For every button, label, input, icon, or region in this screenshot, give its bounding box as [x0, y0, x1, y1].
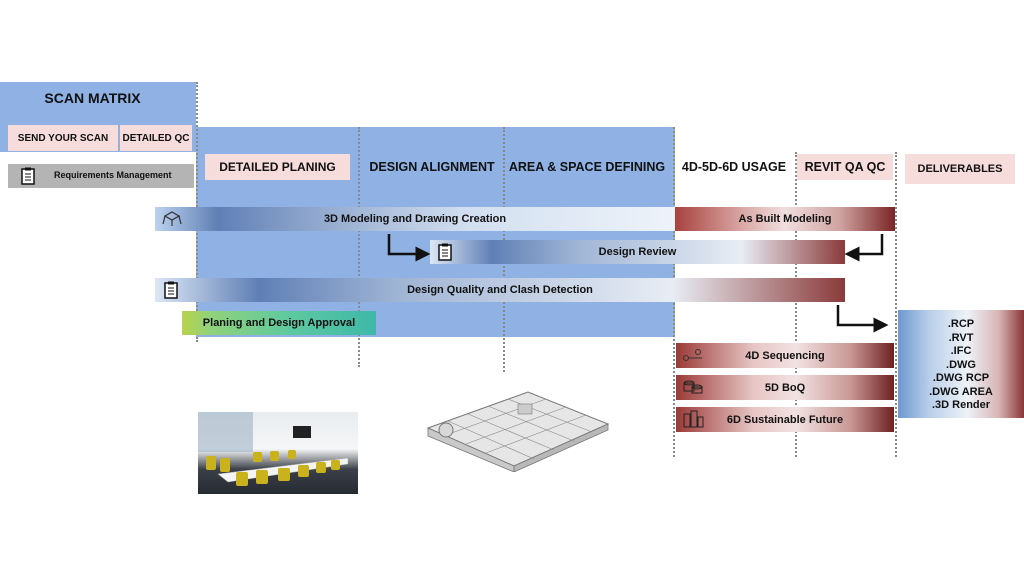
building-model-illustration	[418, 384, 610, 473]
boq-5d-bar: 5D BoQ	[676, 375, 894, 400]
deliverables-list: .RCP .RVT .IFC .DWG .DWG RCP .DWG AREA .…	[898, 310, 1024, 418]
deliverable-item: .DWG	[946, 358, 976, 371]
clipboard-icon	[434, 242, 456, 262]
design-review-bar: Design Review	[430, 240, 845, 264]
modeling-label: 3D Modeling and Drawing Creation	[323, 213, 507, 225]
deliverable-item: .DWG RCP	[932, 372, 990, 384]
city-icon	[680, 409, 706, 429]
deliverable-item: .RCP	[947, 318, 975, 330]
sustain-6d-label: 6D Sustainable Future	[726, 413, 844, 426]
phase-revit-qaqc[interactable]: REVIT QA QC	[797, 154, 893, 180]
detailed-qc-button[interactable]: DETAILED QC	[120, 125, 192, 151]
boq-5d-label: 5D BoQ	[764, 381, 806, 394]
phase-deliverables[interactable]: DELIVERABLES	[905, 154, 1015, 184]
deliverable-item: .3D Render	[931, 399, 991, 411]
timeline-icon	[680, 345, 706, 365]
approval-bar: Planing and Design Approval	[182, 311, 376, 335]
arrow-from-asbuilt	[844, 234, 884, 262]
modeling-bar: 3D Modeling and Drawing Creation	[155, 207, 675, 231]
phase-design-alignment[interactable]: DESIGN ALIGNMENT	[369, 160, 495, 174]
phase-area-space[interactable]: AREA & SPACE DEFINING	[508, 160, 666, 174]
arrow-to-review	[387, 234, 431, 262]
phase-detailed-planing[interactable]: DETAILED PLANING	[205, 154, 350, 180]
requirements-management-bar: Requirements Management	[8, 164, 194, 188]
send-scan-button[interactable]: SEND YOUR SCAN	[8, 125, 118, 151]
design-review-label: Design Review	[598, 246, 677, 258]
scan-matrix-title: SCAN MATRIX	[44, 90, 141, 106]
phase-4d5d6d-usage[interactable]: 4D-5D-6D USAGE	[681, 160, 787, 174]
seq-4d-bar: 4D Sequencing	[676, 343, 894, 368]
deliverable-item: .RVT	[948, 331, 974, 344]
as-built-bar: As Built Modeling	[675, 207, 895, 231]
deliverable-item: .DWG AREA	[929, 385, 993, 398]
as-built-label: As Built Modeling	[738, 213, 832, 225]
clipboard-icon	[160, 280, 182, 300]
meeting-room-photo	[198, 412, 358, 494]
seq-4d-label: 4D Sequencing	[745, 349, 825, 362]
divider-line	[358, 127, 360, 367]
clipboard-icon	[18, 166, 38, 186]
divider-line	[795, 152, 797, 457]
quality-clash-label: Design Quality and Clash Detection	[407, 284, 593, 296]
requirements-label: Requirements Management	[54, 170, 172, 180]
divider-line	[895, 152, 897, 457]
deliverable-item: .IFC	[950, 345, 972, 357]
cube-icon	[160, 208, 184, 230]
coins-icon	[680, 377, 706, 397]
arrow-to-deliverables	[836, 305, 889, 333]
quality-clash-bar: Design Quality and Clash Detection	[155, 278, 845, 302]
sustain-6d-bar: 6D Sustainable Future	[676, 407, 894, 432]
approval-label: Planing and Design Approval	[202, 317, 356, 329]
